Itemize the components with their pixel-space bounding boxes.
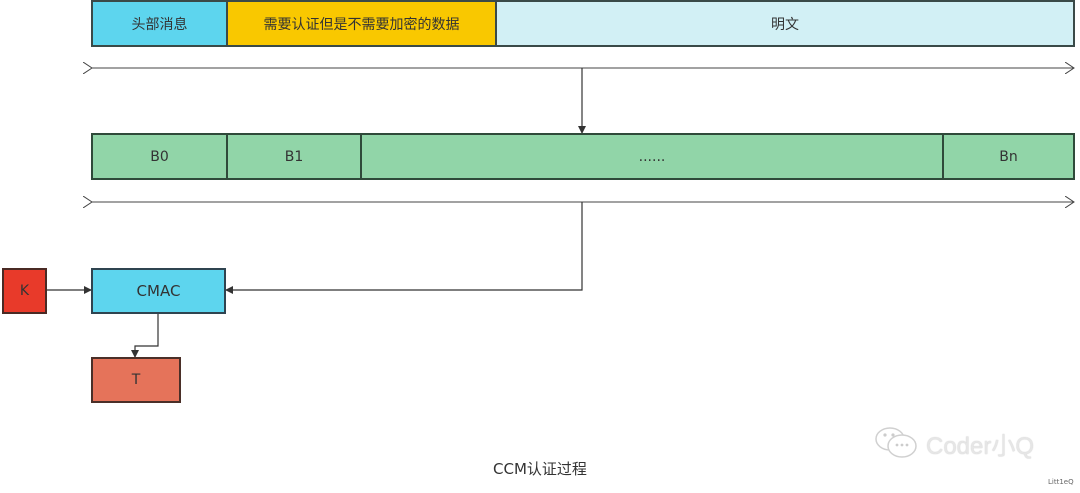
plaintext-segment: 明文: [495, 2, 1073, 45]
arrow-blocks-to-cmac: [225, 202, 583, 294]
block-bn-label: Bn: [999, 148, 1018, 165]
block-b1-label: B1: [284, 148, 304, 165]
plaintext-label: 明文: [771, 16, 799, 33]
tag-box: T: [91, 357, 181, 403]
header-segment: 头部消息: [93, 2, 226, 45]
associated-data-label: 需要认证但是不需要加密的数据: [263, 16, 460, 33]
cmac-box: CMAC: [91, 268, 226, 314]
watermark-author: Litt1eQ: [1048, 478, 1074, 486]
block-bn: Bn: [942, 135, 1073, 178]
watermark-brand: Coder小Q: [926, 432, 1035, 460]
wechat-icon: [875, 427, 917, 458]
diagram-caption: CCM认证过程: [493, 460, 587, 478]
watermark: Coder小Q: [874, 425, 1034, 461]
tag-label: T: [131, 372, 141, 388]
cmac-label: CMAC: [136, 282, 181, 300]
block-b0-label: B0: [150, 148, 169, 165]
key-label: K: [19, 283, 30, 299]
blocks-row: B0 B1 ...... Bn: [91, 133, 1075, 180]
block-b0: B0: [93, 135, 226, 178]
block-ellipsis: ......: [360, 135, 942, 178]
header-label: 头部消息: [131, 16, 188, 33]
arrow-cmac-to-tag: [131, 313, 159, 358]
block-ellipsis-label: ......: [638, 148, 666, 165]
block-b1: B1: [226, 135, 360, 178]
key-box: K: [2, 268, 47, 314]
associated-data-segment: 需要认证但是不需要加密的数据: [226, 2, 495, 45]
input-data-row: 头部消息 需要认证但是不需要加密的数据 明文: [91, 0, 1075, 47]
